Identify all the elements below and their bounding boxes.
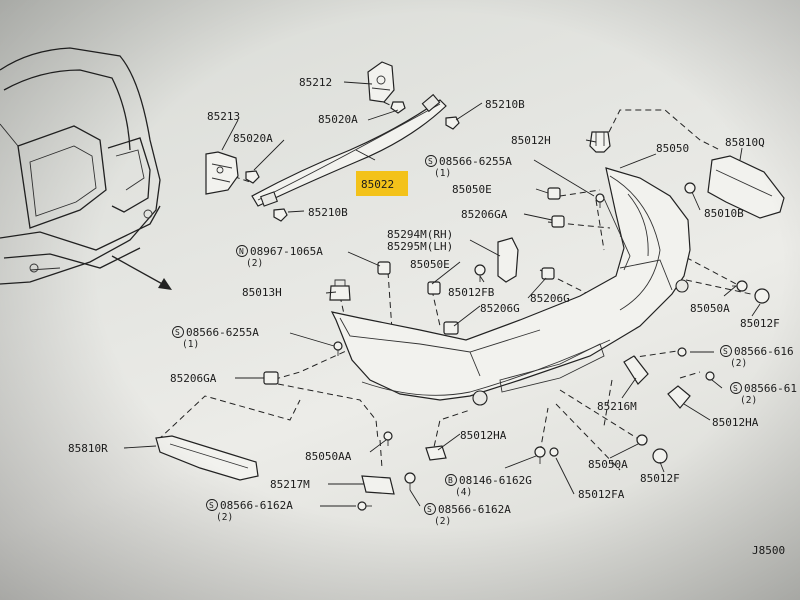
label-85810R: 85810R: [68, 442, 108, 455]
label-85012FA: 85012FA: [578, 488, 625, 501]
label-08566-6255A-left: 08566-6255A: [186, 326, 259, 339]
label-85294M: 85294M(RH): [387, 228, 453, 241]
protector-85810R: [155, 435, 259, 481]
label-08146-6162G: 08146-6162G: [459, 474, 532, 487]
label-08566-6162A-mid: 08566-6162A: [438, 503, 511, 516]
label-85206G-mid: 85206G: [480, 302, 520, 315]
prefix-08146-6162G: B: [448, 476, 453, 485]
qty-08566-616-right: (2): [730, 358, 747, 369]
label-85022: 85022: [361, 178, 394, 191]
protector-85810Q: [707, 155, 785, 219]
label-85020A-top: 85020A: [233, 132, 273, 145]
qty-08566-6162A-left: (2): [216, 512, 233, 523]
reinforcement-beam-85022: [251, 93, 447, 207]
label-85206GA-left: 85206GA: [170, 372, 217, 385]
label-85217M: 85217M: [270, 478, 310, 491]
direction-arrow-shaft: [111, 255, 167, 287]
label-85020A-left: 85020A: [318, 113, 358, 126]
bumper-fascia-85050: [330, 167, 691, 406]
part-labels: 85212 85210B 85213 85020A 85020A 85022 8…: [68, 76, 797, 557]
qty-08566-61-right: (2): [740, 395, 757, 406]
qty-08566-6162A-mid: (2): [434, 516, 451, 527]
label-85050AA: 85050AA: [305, 450, 352, 463]
label-85213: 85213: [207, 110, 240, 123]
vehicle-rear-view: [0, 47, 161, 285]
label-85210B-bot: 85210B: [308, 206, 348, 219]
label-85012FB: 85012FB: [448, 286, 495, 299]
qty-08566-6255A-left: (1): [182, 339, 199, 350]
label-08566-616-right: 08566-616: [734, 345, 794, 358]
label-85206GA-top: 85206GA: [461, 208, 508, 221]
label-08566-6255A-top: 08566-6255A: [439, 155, 512, 168]
label-08566-6162A-left: 08566-6162A: [220, 499, 293, 512]
label-85295M: 85295M(LH): [387, 240, 453, 253]
label-85010B: 85010B: [704, 207, 744, 220]
label-85050: 85050: [656, 142, 689, 155]
page-code: J8500: [752, 544, 785, 557]
label-85012F-right: 85012F: [740, 317, 780, 330]
qty-08146-6162G: (4): [455, 487, 472, 498]
prefix-08566-6255A-top: S: [428, 157, 433, 166]
direction-arrow-head: [158, 278, 172, 290]
label-85012H: 85012H: [511, 134, 551, 147]
label-85212: 85212: [299, 76, 332, 89]
bracket-85212: [367, 61, 395, 103]
label-85013H: 85013H: [242, 286, 282, 299]
prefix-08566-6162A-left: S: [209, 501, 214, 510]
label-85810Q: 85810Q: [725, 136, 765, 149]
label-08967-1065A: 08967-1065A: [250, 245, 323, 258]
qty-08967-1065A: (2): [246, 258, 263, 269]
label-85012F-bot: 85012F: [640, 472, 680, 485]
label-85012HA-right: 85012HA: [712, 416, 759, 429]
prefix-08566-616-right: S: [723, 347, 728, 356]
prefix-08566-6255A-left: S: [175, 328, 180, 337]
fasteners: [245, 101, 770, 511]
prefix-08566-61-right: S: [733, 384, 738, 393]
label-85050E-top: 85050E: [452, 183, 492, 196]
prefix-08967-1065A: N: [239, 247, 244, 256]
leader-lines: [123, 81, 761, 507]
qty-08566-6255A-top: (1): [434, 168, 451, 179]
highlight-marker: [356, 171, 408, 196]
label-08566-61-right: 08566-61: [744, 382, 797, 395]
label-85206G-right: 85206G: [530, 292, 570, 305]
label-85210B-top: 85210B: [485, 98, 525, 111]
prefix-08566-6162A-mid: S: [427, 505, 432, 514]
label-85050A-right: 85050A: [690, 302, 730, 315]
label-85012HA-mid: 85012HA: [460, 429, 507, 442]
label-85216M: 85216M: [597, 400, 637, 413]
label-85050E-mid: 85050E: [410, 258, 450, 271]
label-85050A-bot: 85050A: [588, 458, 628, 471]
bracket-85213: [205, 151, 239, 195]
